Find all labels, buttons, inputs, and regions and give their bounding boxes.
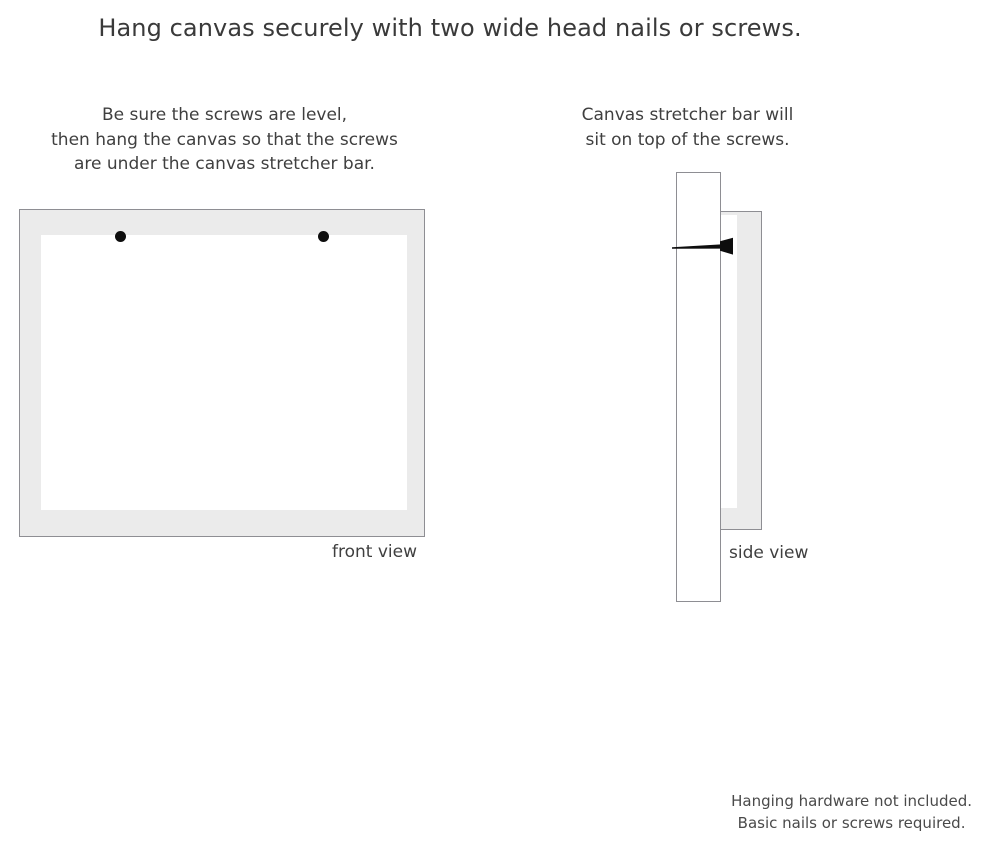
- front-caption-line-2: then hang the canvas so that the screws: [51, 129, 398, 150]
- footer-line-2: Basic nails or screws required.: [737, 814, 966, 832]
- page-title: Hang canvas securely with two wide head …: [98, 14, 802, 42]
- front-view-caption: Be sure the screws are level, then hang …: [12, 103, 437, 177]
- front-view-label: front view: [332, 542, 417, 562]
- side-view-label: side view: [729, 543, 809, 563]
- side-caption-line-2: sit on top of the screws.: [585, 129, 790, 150]
- side-view-stretcher-bar-inner: [716, 215, 737, 508]
- footer-line-1: Hanging hardware not included.: [731, 792, 972, 810]
- front-caption-line-3: are under the canvas stretcher bar.: [74, 154, 375, 174]
- nail-icon: [672, 237, 733, 255]
- front-view-canvas-frame: [19, 209, 425, 537]
- side-view-wall: [676, 172, 721, 602]
- side-caption-line-1: Canvas stretcher bar will: [581, 105, 794, 125]
- side-view-caption: Canvas stretcher bar will sit on top of …: [545, 103, 830, 152]
- front-view-canvas-face: [41, 235, 407, 510]
- right-screw-icon: [318, 231, 329, 242]
- left-screw-icon: [115, 231, 126, 242]
- front-caption-line-1: Be sure the screws are level,: [101, 105, 348, 125]
- footer-note: Hanging hardware not included. Basic nai…: [731, 790, 972, 834]
